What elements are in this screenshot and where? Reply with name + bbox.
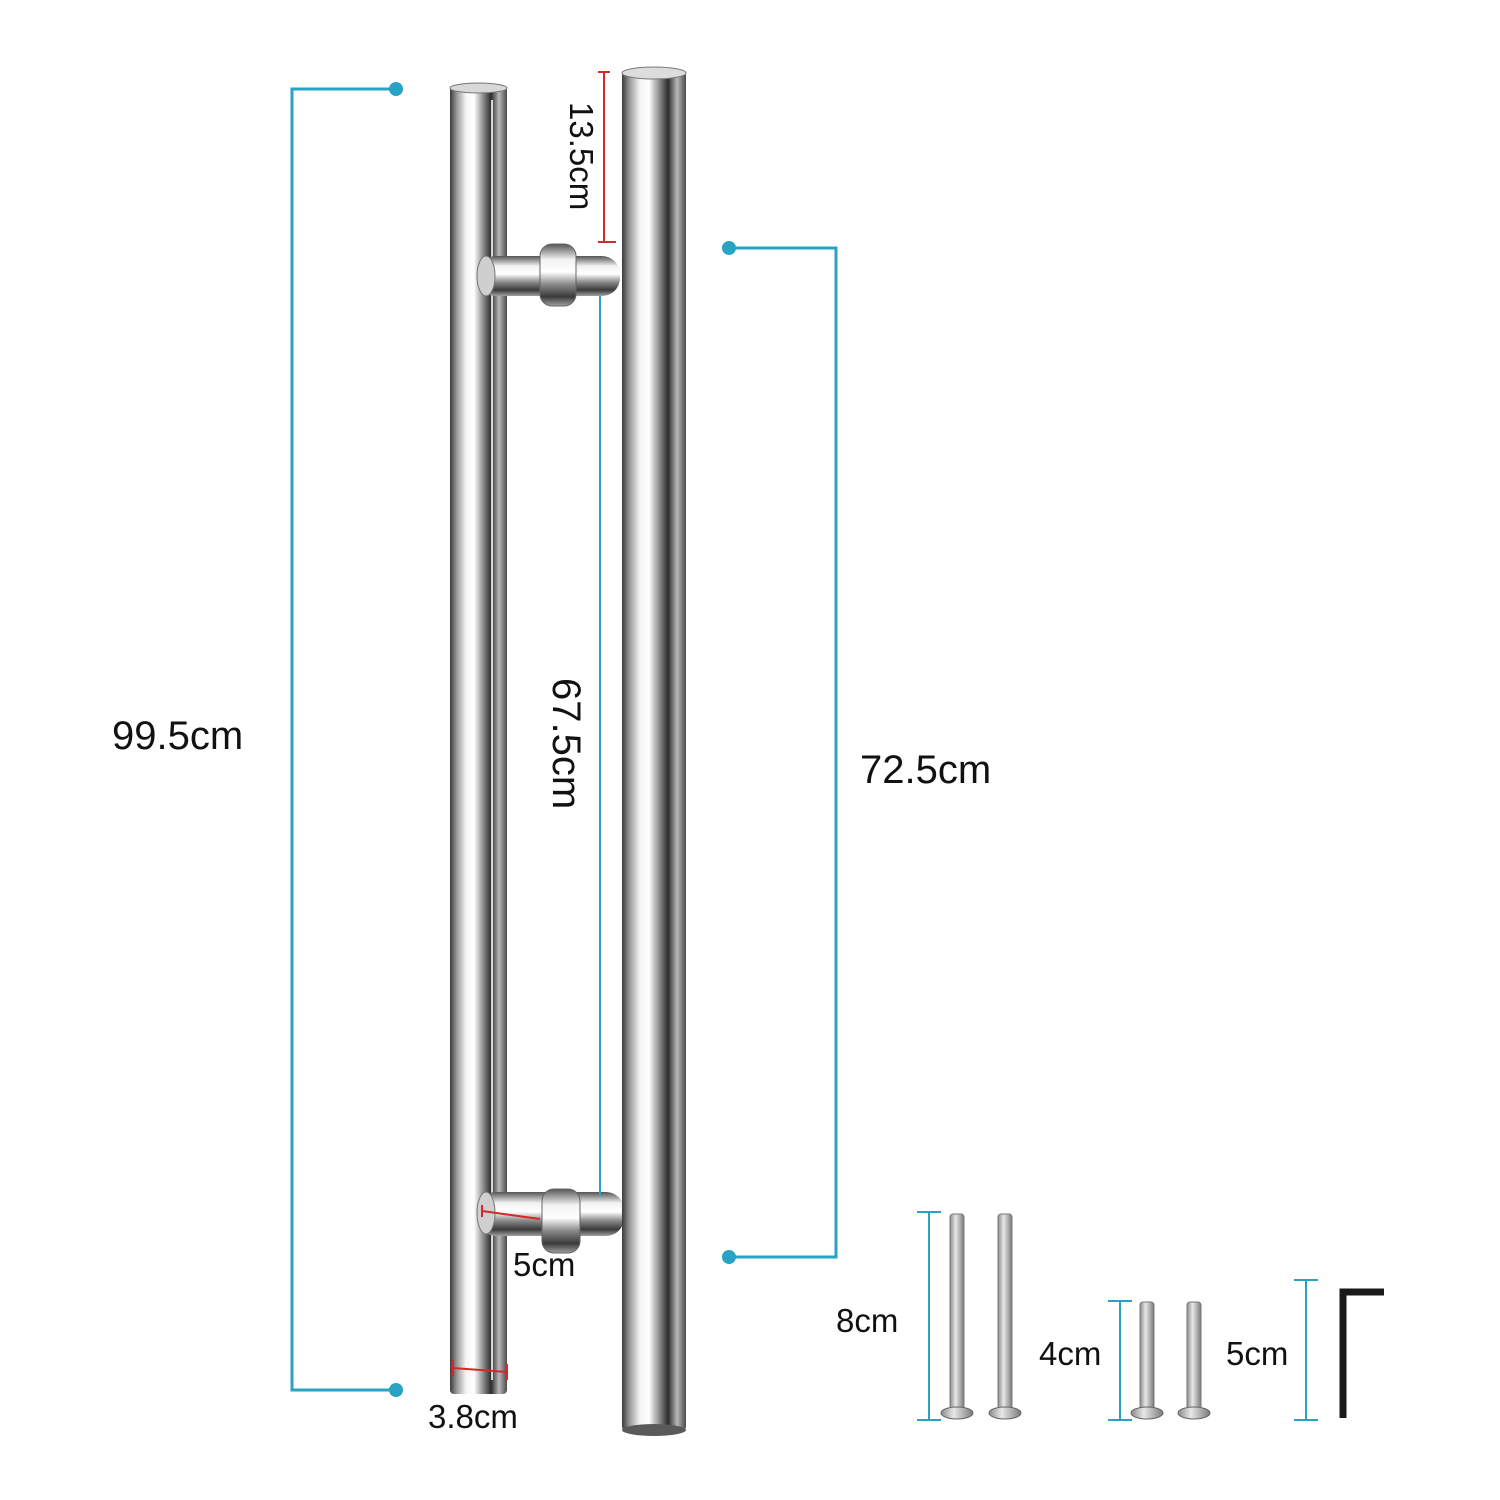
mount-length-top-dot [722, 241, 736, 255]
short-screw-2 [1177, 1301, 1211, 1420]
hex-key [1339, 1288, 1384, 1418]
mount-length-bracket [729, 246, 838, 1259]
left-handle-bar [449, 82, 508, 1394]
overall-length-top-dot [389, 82, 403, 96]
standoff-depth-label: 5cm [513, 1246, 576, 1283]
long-screw-2 [988, 1213, 1022, 1420]
overall-length-bottom-dot [389, 1383, 403, 1397]
mount-length-bottom-dot [722, 1250, 736, 1264]
overall-length-label: 99.5cm [112, 714, 244, 758]
short-screw-1 [1130, 1301, 1164, 1420]
long-screw-bracket [917, 1211, 941, 1421]
inner-clearance-label: 67.5cm [544, 678, 588, 810]
mount-length-label: 72.5cm [860, 748, 992, 792]
top-overhang-label: 13.5cm [563, 102, 600, 211]
short-screw-bracket [1108, 1300, 1132, 1421]
bottom-standoff [476, 1188, 624, 1254]
bar-diameter-label: 3.8cm [428, 1398, 518, 1435]
short-screw-length-label: 4cm [1039, 1335, 1102, 1372]
hex-key-length-label: 5cm [1226, 1335, 1289, 1372]
long-screw-1 [940, 1213, 974, 1420]
overall-length-bracket [290, 87, 396, 1392]
right-handle-bar [621, 66, 687, 1436]
hex-key-bracket [1294, 1279, 1318, 1421]
long-screw-length-label: 8cm [836, 1302, 899, 1339]
bar-diameter-marker [452, 1360, 508, 1380]
top-standoff [476, 243, 620, 307]
top-overhang-marker [598, 71, 616, 243]
